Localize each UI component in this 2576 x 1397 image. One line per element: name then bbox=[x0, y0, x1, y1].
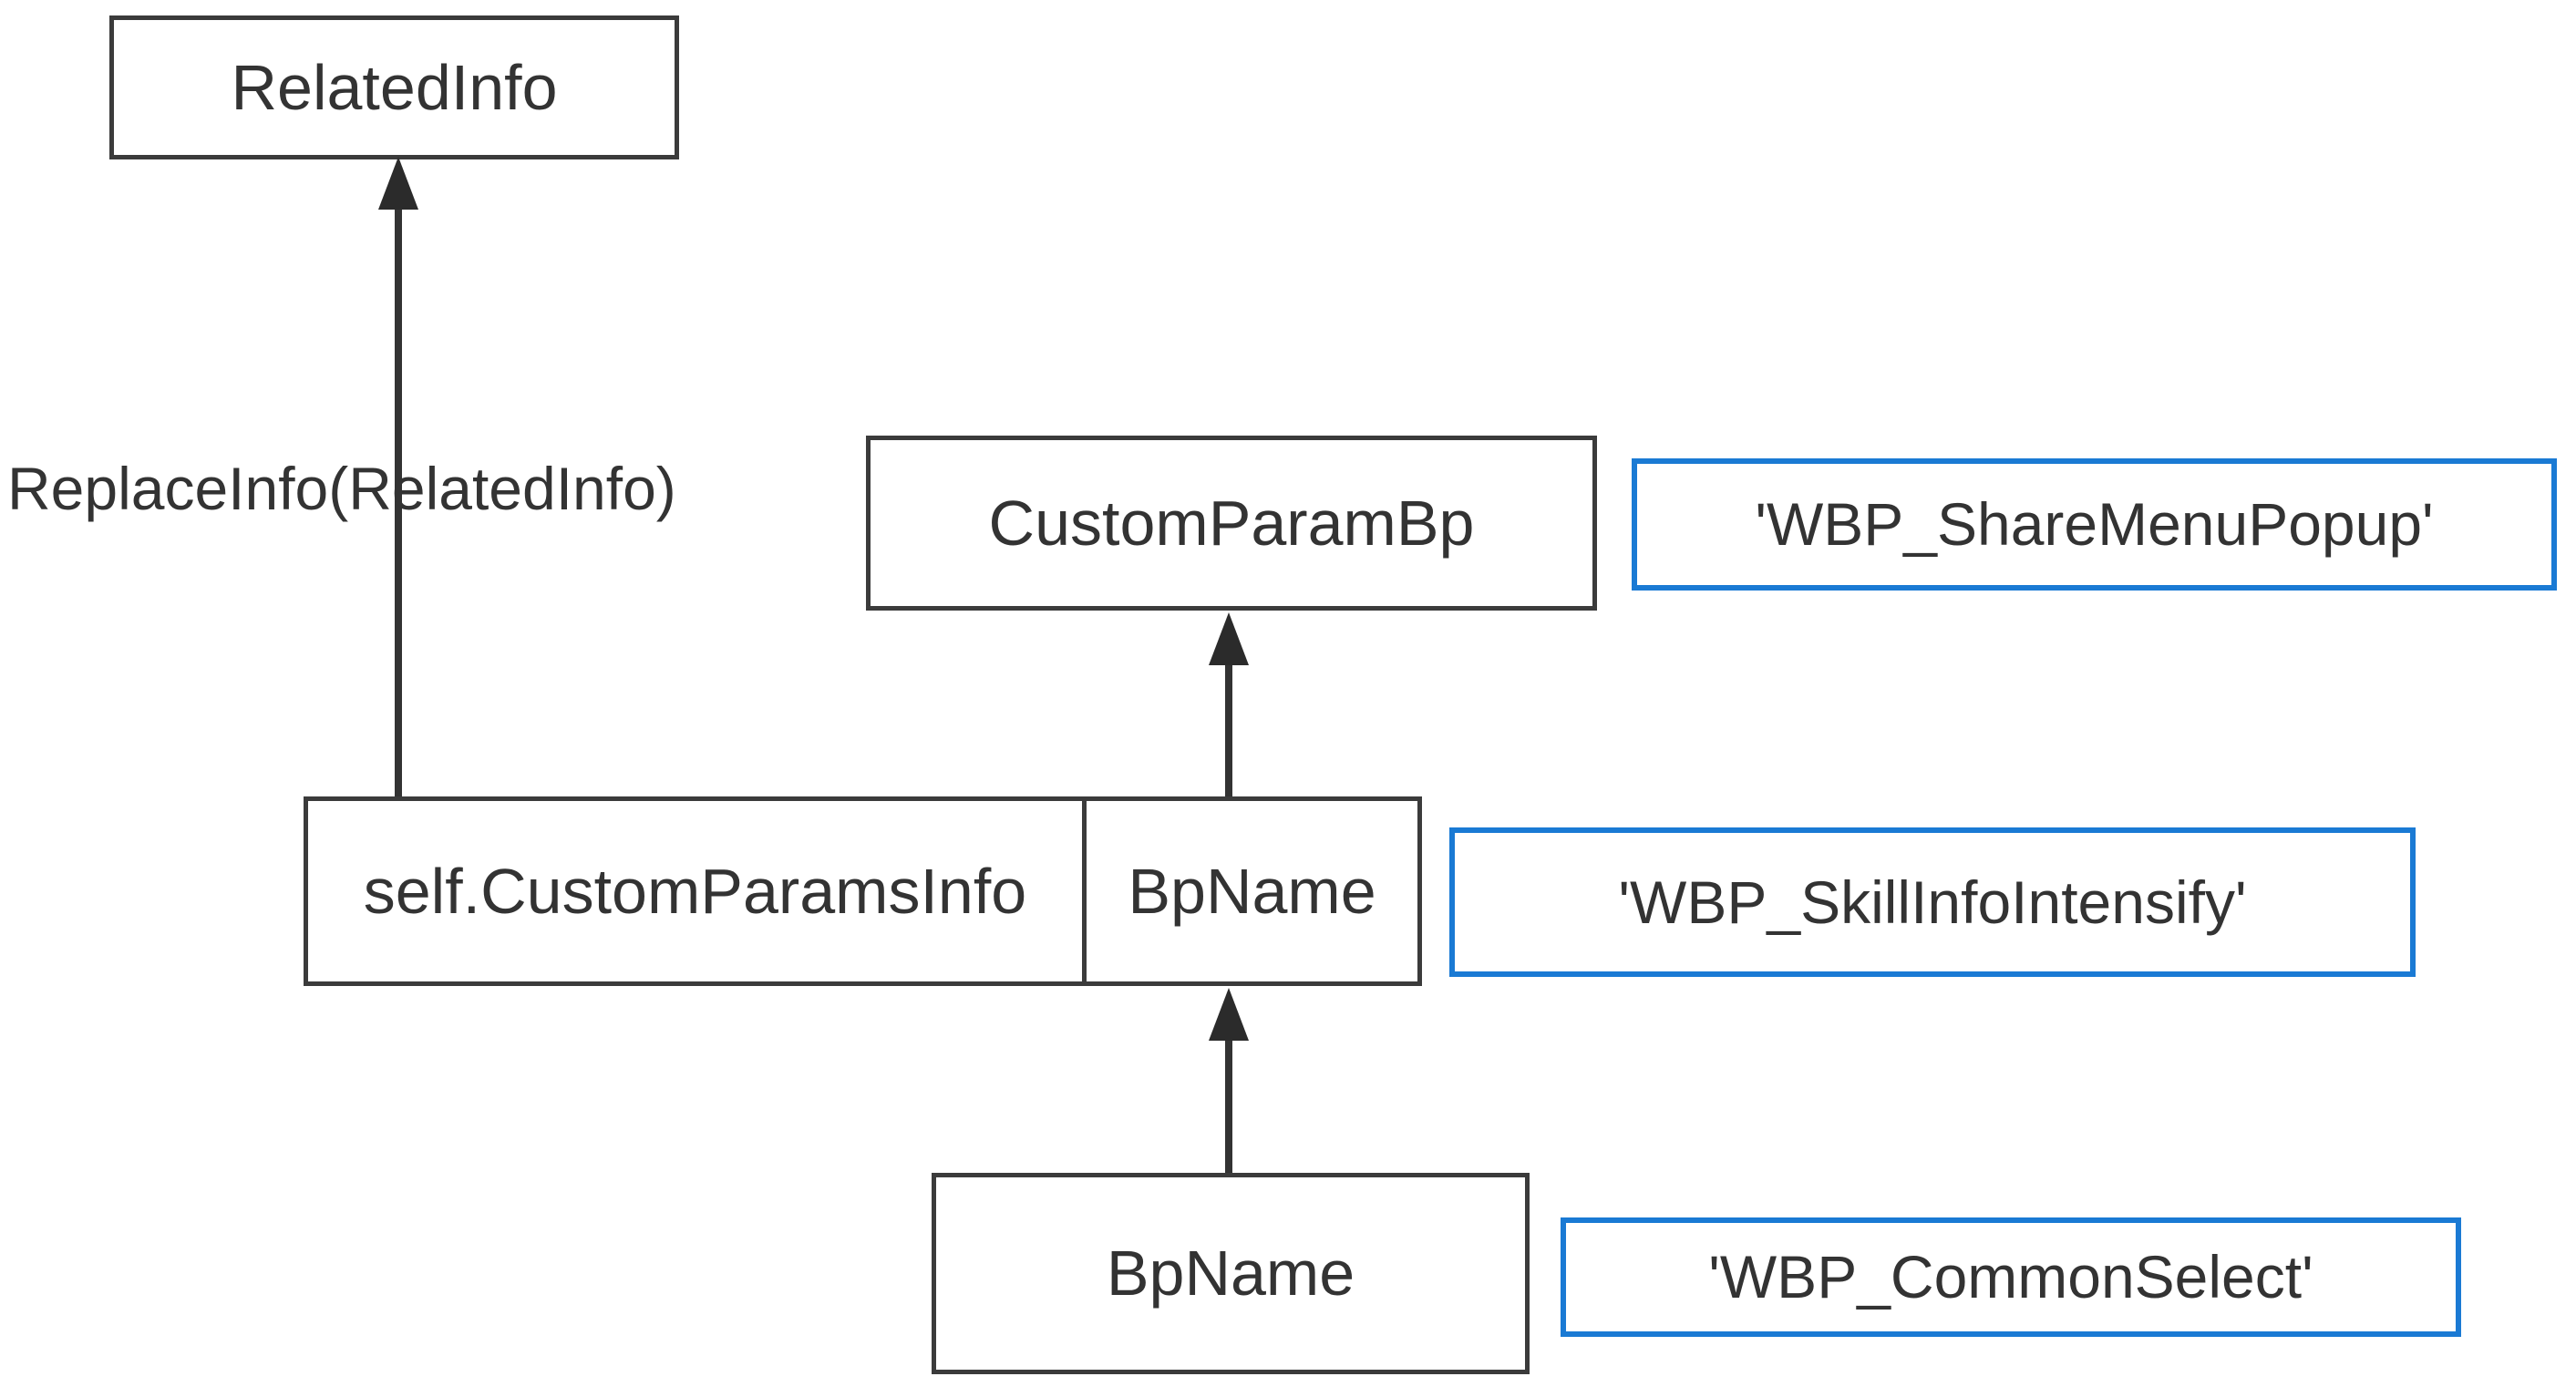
annotation-share-menu-popup-label: 'WBP_ShareMenuPopup' bbox=[1755, 490, 2434, 559]
node-custom-params-info-right-cell: BpName bbox=[1082, 801, 1417, 981]
node-custom-params-info-left-label: self.CustomParamsInfo bbox=[363, 855, 1027, 927]
edge-bottom-bpname-arrowhead bbox=[1209, 988, 1249, 1041]
edge-bpname-to-customparambp-arrowhead bbox=[1209, 612, 1249, 665]
node-custom-param-bp[interactable]: CustomParamBp bbox=[866, 436, 1597, 611]
annotation-skill-info-intensify-label: 'WBP_SkillInfoIntensify' bbox=[1618, 868, 2247, 936]
edge-replace-info-arrowhead bbox=[378, 157, 418, 210]
node-related-info-label: RelatedInfo bbox=[231, 51, 558, 123]
edge-replace-info-label: ReplaceInfo(RelatedInfo) bbox=[7, 455, 676, 522]
node-custom-params-info-left-cell: self.CustomParamsInfo bbox=[308, 801, 1082, 981]
annotation-common-select-label: 'WBP_CommonSelect' bbox=[1708, 1243, 2313, 1311]
node-related-info[interactable]: RelatedInfo bbox=[109, 15, 679, 159]
annotation-skill-info-intensify[interactable]: 'WBP_SkillInfoIntensify' bbox=[1449, 827, 2416, 977]
annotation-common-select[interactable]: 'WBP_CommonSelect' bbox=[1561, 1217, 2461, 1337]
node-custom-params-info[interactable]: self.CustomParamsInfo BpName bbox=[304, 796, 1422, 986]
node-custom-param-bp-label: CustomParamBp bbox=[988, 487, 1475, 559]
annotation-share-menu-popup[interactable]: 'WBP_ShareMenuPopup' bbox=[1632, 458, 2557, 591]
node-bp-name[interactable]: BpName bbox=[932, 1173, 1530, 1374]
edge-bpname-to-customparambp-line bbox=[1225, 663, 1232, 800]
node-bp-name-label: BpName bbox=[1106, 1238, 1355, 1309]
edge-bottom-bpname-line bbox=[1225, 1039, 1232, 1176]
node-custom-params-info-right-label: BpName bbox=[1128, 855, 1376, 927]
edge-replace-info-line bbox=[395, 208, 402, 798]
